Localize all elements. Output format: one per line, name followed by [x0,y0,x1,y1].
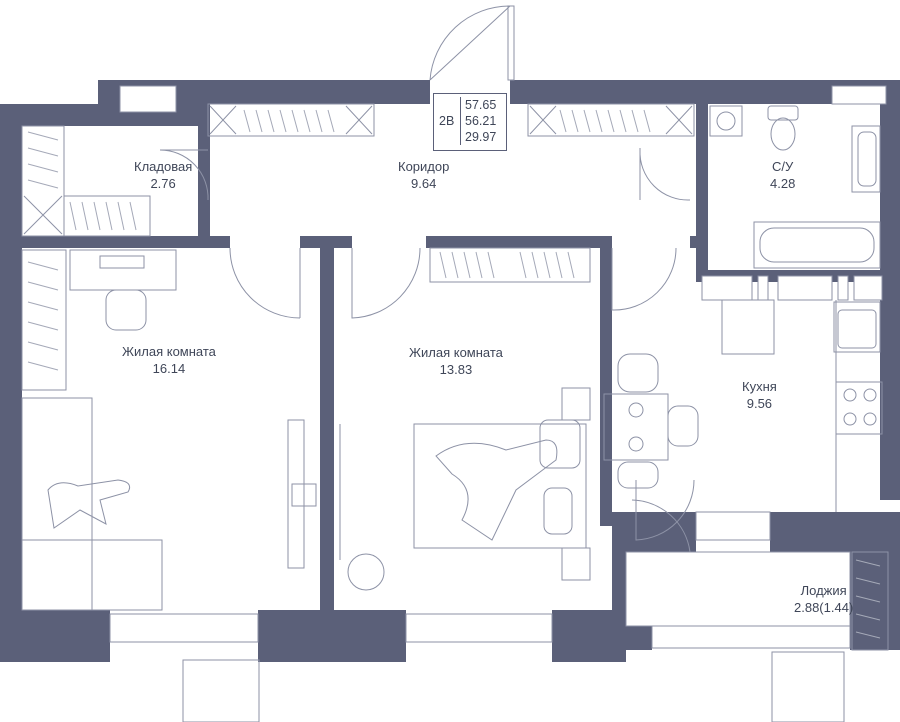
room-area: 2.88(1.44) [794,600,854,615]
doors [159,5,695,553]
kitchen-fixtures [603,299,883,512]
room-area: 4.28 [770,176,796,191]
room-name: Жилая комната [409,345,503,360]
room-label-living-room-2: Жилая комната 13.83 [409,344,503,378]
room-label-corridor: Коридор 9.64 [398,158,449,192]
room-label-loggia: Лоджия 2.88(1.44) [794,582,853,616]
room-name: Коридор [398,159,450,174]
room-label-living-room-1: Жилая комната 16.14 [122,343,216,377]
room-name: Кладовая [134,159,193,174]
room-name: С/У [772,159,794,174]
total-area: 57.65 [465,98,497,112]
room-area: 9.56 [746,396,773,411]
living-room-1-furniture [21,249,317,611]
living-total: 56.21 [465,114,497,128]
room-label-kitchen: Кухня 9.56 [742,378,777,412]
room-area: 9.64 [411,176,437,191]
apartment-info-box: 2В 57.65 56.21 29.97 [433,93,507,151]
room-area: 2.76 [150,176,176,191]
room-label-storage: Кладовая 2.76 [134,158,192,192]
room-name: Кухня [742,379,777,394]
room-area: 16.14 [152,361,186,376]
room-area: 13.83 [439,362,473,377]
living-room-2-furniture [339,387,591,591]
bathroom-fixtures [709,105,881,269]
room-name: Жилая комната [122,344,216,359]
apartment-type: 2В [439,114,455,128]
room-label-bathroom: С/У 4.28 [770,158,795,192]
room-name: Лоджия [800,583,847,598]
living-area: 29.97 [465,130,497,144]
wardrobes [21,103,881,639]
